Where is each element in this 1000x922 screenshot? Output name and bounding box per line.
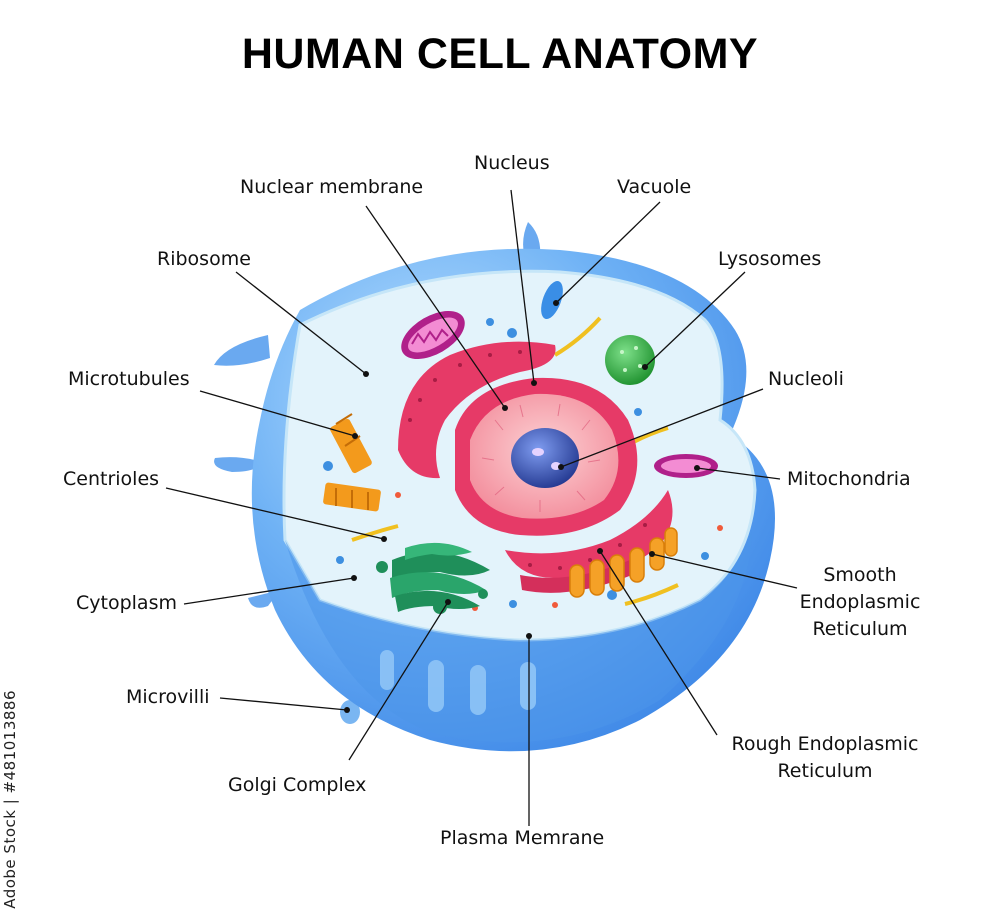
label-microtubules: Microtubules [68,368,190,390]
label-smooth-er: Smooth Endoplasmic Reticulum [790,562,930,643]
label-centrioles: Centrioles [63,468,160,490]
mitochondrion [401,310,465,360]
nucleus [455,377,638,536]
diagram-title: HUMAN CELL ANATOMY [241,30,759,78]
label-ribosome: Ribosome [157,248,251,270]
label-lysosomes: Lysosomes [718,248,822,270]
label-golgi-complex: Golgi Complex [228,774,367,796]
label-vacuole: Vacuole [617,176,692,198]
leader-lines [165,189,798,826]
mitochondrion-right [654,454,718,478]
lysosome [605,335,655,385]
golgi-complex [376,542,490,614]
label-cytoplasm: Cytoplasm [76,592,177,614]
label-microvilli: Microvilli [126,686,210,708]
leader-dots [344,300,700,713]
stock-watermark: Adobe Stock | #481013886 [1,690,19,909]
label-nucleus: Nucleus [474,152,550,174]
label-plasma-membrane: Plasma Memrane [440,827,605,849]
nucleolus [511,428,579,488]
vacuole [541,280,563,320]
label-nucleoli: Nucleoli [768,368,844,390]
label-smooth-er-line-2: Endoplasmic [799,591,921,613]
label-smooth-er-line-3: Reticulum [812,618,908,640]
label-mitochondria: Mitochondria [787,468,911,490]
label-rough-er: Rough Endoplasmic Reticulum [715,731,935,785]
label-nuclear-membrane: Nuclear membrane [240,176,424,198]
label-rough-er-line-2: Reticulum [777,760,873,782]
label-rough-er-line-1: Rough Endoplasmic [731,733,919,755]
label-smooth-er-line-1: Smooth [823,564,897,586]
smooth-endoplasmic-reticulum [569,527,678,598]
